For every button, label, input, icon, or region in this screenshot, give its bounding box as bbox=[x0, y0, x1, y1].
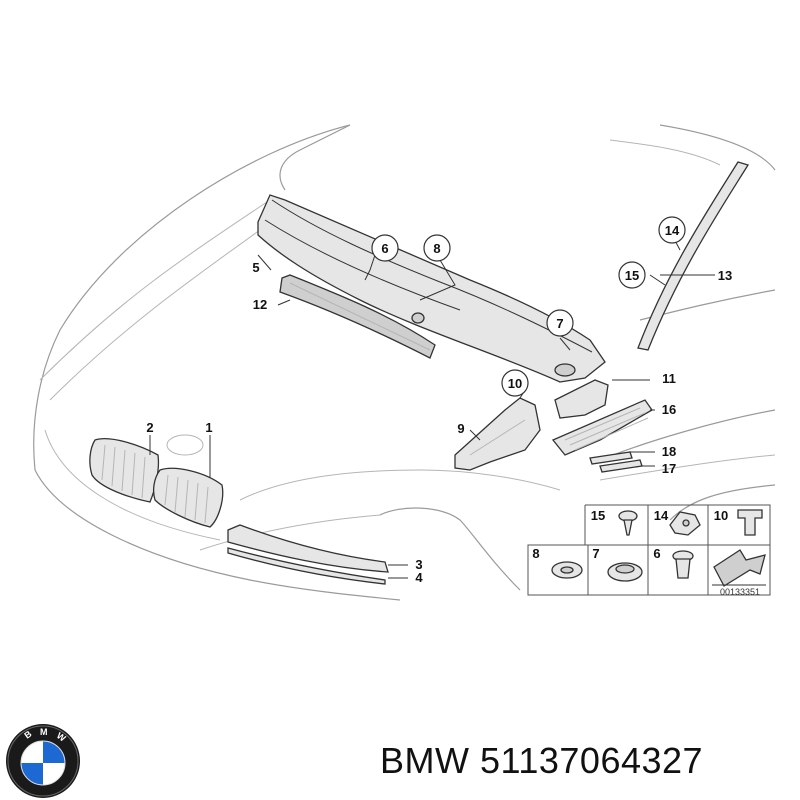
label-18: 18 bbox=[662, 444, 676, 459]
svg-text:8: 8 bbox=[433, 241, 440, 256]
label-13: 13 bbox=[718, 268, 732, 283]
label-9: 9 bbox=[457, 421, 464, 436]
legend-label-6: 6 bbox=[653, 546, 660, 561]
svg-text:14: 14 bbox=[665, 223, 680, 238]
diagram-reference: 00133351 bbox=[720, 587, 760, 597]
part-18-strip bbox=[589, 451, 633, 465]
callout-14: 14 bbox=[658, 216, 686, 244]
label-4: 4 bbox=[415, 570, 423, 585]
part-9-bracket bbox=[454, 397, 541, 471]
legend-label-8: 8 bbox=[532, 546, 539, 561]
label-3: 3 bbox=[415, 557, 422, 572]
kidney-grille-2 bbox=[89, 438, 160, 503]
callout-7: 7 bbox=[546, 309, 574, 337]
label-5: 5 bbox=[252, 260, 259, 275]
callout-15: 15 bbox=[618, 261, 646, 289]
label-2: 2 bbox=[146, 420, 153, 435]
svg-text:10: 10 bbox=[508, 376, 522, 391]
screw-icon bbox=[618, 510, 638, 536]
pillar-trim-13 bbox=[637, 161, 750, 351]
legend-label-10: 10 bbox=[714, 508, 728, 523]
legend-label-14: 14 bbox=[654, 508, 669, 523]
callout-10: 10 bbox=[501, 369, 529, 397]
arrow-icon bbox=[712, 549, 766, 587]
label-16: 16 bbox=[662, 402, 676, 417]
retainer-clip-icon bbox=[737, 509, 763, 536]
small-parts-legend: 15 14 10 8 7 6 bbox=[527, 504, 771, 596]
leader-lines bbox=[149, 234, 715, 579]
callout-6: 6 bbox=[371, 234, 399, 262]
label-1: 1 bbox=[205, 420, 212, 435]
legend-label-7: 7 bbox=[592, 546, 599, 561]
brand-name: BMW bbox=[380, 740, 470, 781]
clip-icon bbox=[669, 511, 701, 536]
part-3-strip bbox=[227, 524, 389, 573]
label-11: 11 bbox=[662, 371, 676, 386]
grommet-icon bbox=[551, 561, 583, 579]
svg-text:M: M bbox=[40, 727, 48, 737]
part-number: 51137064327 bbox=[480, 740, 704, 781]
car-body-outline bbox=[33, 124, 776, 601]
bmw-logo: B M W bbox=[6, 724, 80, 798]
part-4-strip bbox=[227, 547, 386, 585]
part-11-cover bbox=[554, 379, 609, 419]
part-12-strip bbox=[279, 274, 436, 359]
part-number-caption: BMW 51137064327 bbox=[380, 740, 703, 788]
svg-text:7: 7 bbox=[556, 316, 563, 331]
washer-icon bbox=[607, 562, 643, 582]
svg-text:6: 6 bbox=[381, 241, 388, 256]
legend-label-15: 15 bbox=[591, 508, 605, 523]
kidney-grille-1 bbox=[153, 467, 224, 528]
callout-8: 8 bbox=[423, 234, 451, 262]
svg-text:15: 15 bbox=[625, 268, 639, 283]
expansion-rivet-icon bbox=[672, 550, 694, 579]
svg-text:B: B bbox=[22, 728, 33, 740]
part-16-grille bbox=[551, 399, 653, 456]
label-12: 12 bbox=[253, 297, 267, 312]
label-17: 17 bbox=[662, 461, 676, 476]
